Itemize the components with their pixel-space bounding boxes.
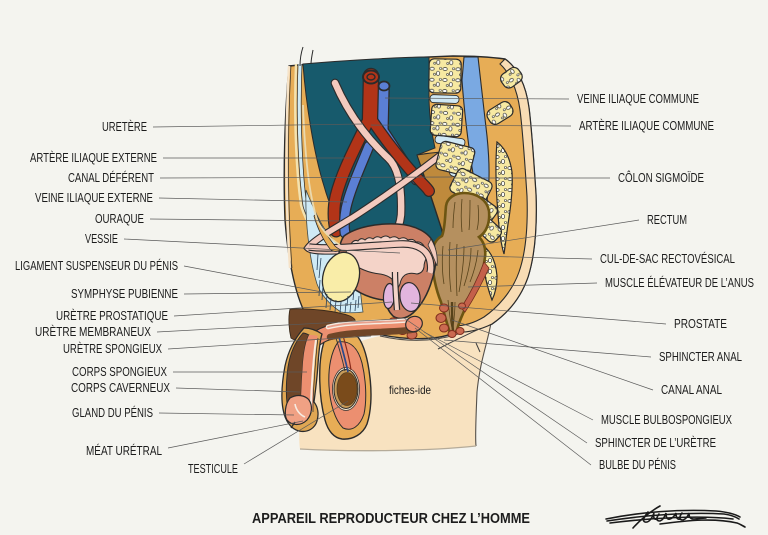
svg-text:VEINE ILIAQUE COMMUNE: VEINE ILIAQUE COMMUNE: [577, 91, 699, 106]
svg-text:GLAND DU PÉNIS: GLAND DU PÉNIS: [72, 405, 153, 420]
svg-text:CANAL DÉFÉRENT: CANAL DÉFÉRENT: [68, 170, 154, 185]
svg-text:MÉAT URÉTRAL: MÉAT URÉTRAL: [86, 443, 162, 458]
svg-text:URÈTRE SPONGIEUX: URÈTRE SPONGIEUX: [63, 341, 162, 356]
svg-text:MUSCLE ÉLÉVATEUR DE L’ANUS: MUSCLE ÉLÉVATEUR DE L’ANUS: [605, 275, 754, 290]
svg-text:URÈTRE PROSTATIQUE: URÈTRE PROSTATIQUE: [56, 308, 168, 323]
svg-text:SYMPHYSE PUBIENNE: SYMPHYSE PUBIENNE: [71, 286, 178, 301]
svg-text:TESTICULE: TESTICULE: [188, 461, 238, 476]
svg-text:MUSCLE BULBOSPONGIEUX: MUSCLE BULBOSPONGIEUX: [601, 412, 732, 427]
svg-text:BULBE DU PÉNIS: BULBE DU PÉNIS: [599, 457, 676, 472]
svg-text:CÔLON SIGMOÏDE: CÔLON SIGMOÏDE: [618, 170, 704, 185]
svg-text:SPHINCTER ANAL: SPHINCTER ANAL: [659, 349, 742, 364]
svg-text:CUL-DE-SAC RECTOVÉSICAL: CUL-DE-SAC RECTOVÉSICAL: [600, 251, 735, 266]
svg-text:LIGAMENT SUSPENSEUR DU PÉNIS: LIGAMENT SUSPENSEUR DU PÉNIS: [15, 258, 178, 273]
svg-text:ARTÈRE ILIAQUE EXTERNE: ARTÈRE ILIAQUE EXTERNE: [30, 150, 157, 165]
svg-text:OURAQUE: OURAQUE: [95, 211, 144, 226]
svg-text:VESSIE: VESSIE: [85, 231, 118, 246]
svg-text:PROSTATE: PROSTATE: [674, 316, 727, 331]
svg-text:URETÈRE: URETÈRE: [102, 119, 147, 134]
svg-text:URÈTRE MEMBRANEUX: URÈTRE MEMBRANEUX: [35, 324, 151, 339]
svg-text:CORPS CAVERNEUX: CORPS CAVERNEUX: [71, 380, 170, 395]
svg-text:fiches-ide: fiches-ide: [389, 383, 431, 397]
svg-text:CANAL ANAL: CANAL ANAL: [661, 382, 722, 397]
svg-text:APPAREIL REPRODUCTEUR CHEZ L’H: APPAREIL REPRODUCTEUR CHEZ L’HOMME: [252, 511, 530, 527]
svg-text:ARTÈRE ILIAQUE COMMUNE: ARTÈRE ILIAQUE COMMUNE: [579, 118, 714, 133]
svg-text:CORPS SPONGIEUX: CORPS SPONGIEUX: [72, 364, 167, 379]
svg-text:SPHINCTER DE L’URÈTRE: SPHINCTER DE L’URÈTRE: [595, 435, 716, 450]
svg-text:VEINE ILIAQUE EXTERNE: VEINE ILIAQUE EXTERNE: [35, 190, 153, 205]
svg-text:RECTUM: RECTUM: [647, 212, 687, 227]
